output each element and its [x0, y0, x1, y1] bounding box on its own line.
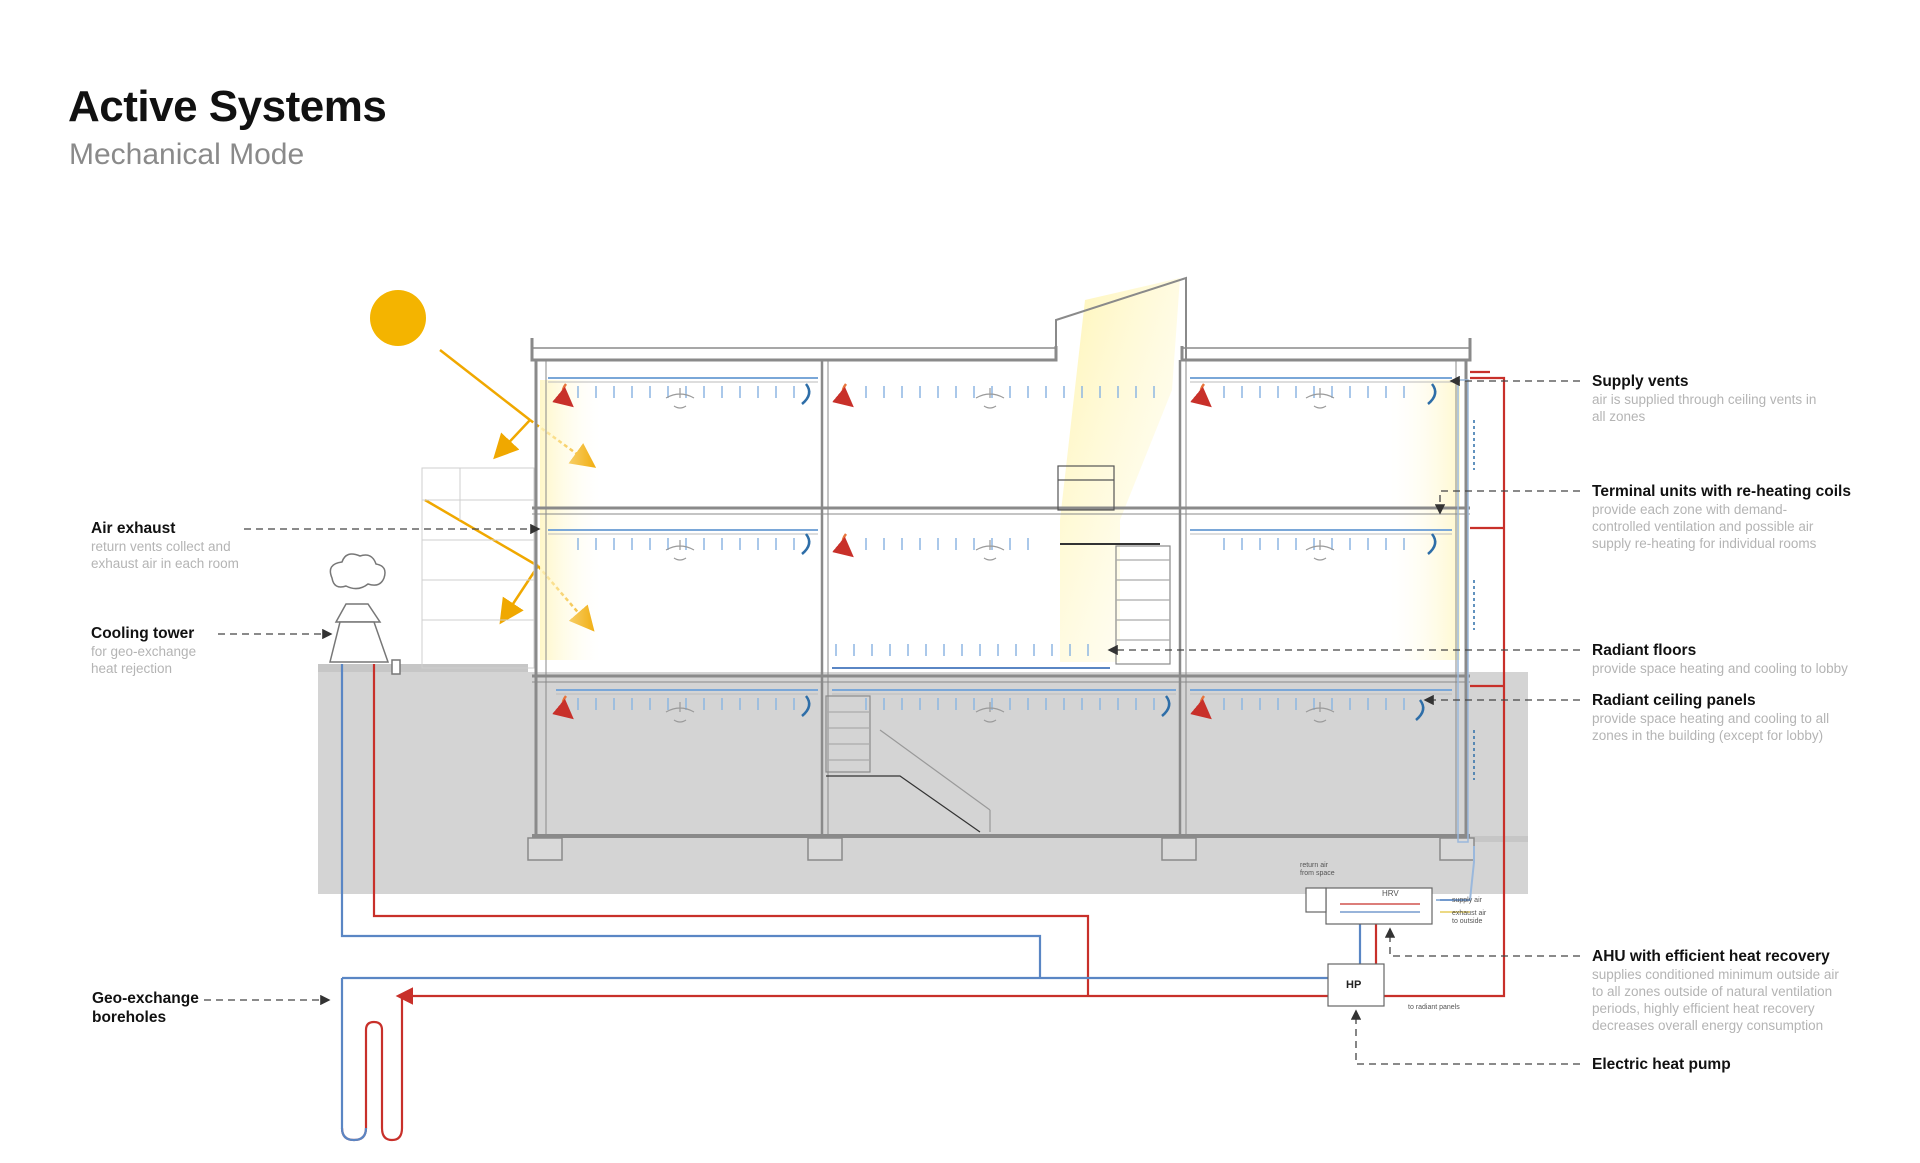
exhaust-air-label: exhaust air to outside [1452, 910, 1487, 925]
ceiling-light [1305, 388, 1335, 409]
cooling-tower-icon [329, 553, 401, 675]
label-electric-heat-pump: Electric heat pump [1592, 1055, 1731, 1074]
label-heading: Radiant floors [1592, 642, 1697, 659]
heat-pump-unit [1327, 963, 1385, 1007]
label-heading: Terminal units with re-heating coils [1592, 483, 1851, 500]
label-cooling-tower: Cooling tower for geo-exchange heat reje… [91, 624, 196, 677]
ceiling-light [975, 540, 1005, 561]
skylight-light-beam [1060, 278, 1180, 662]
label-heading: Radiant ceiling panels [1592, 692, 1756, 709]
sun-icon [370, 290, 426, 346]
ceiling-lights [665, 388, 1335, 723]
ceiling-ducts [548, 377, 1452, 695]
ceiling-light [665, 702, 695, 723]
label-description: provide space heating and cooling to lob… [1592, 661, 1848, 676]
vertical-duct-shaft [1457, 379, 1475, 843]
label-supply-vents: Supply vents air is supplied through cei… [1592, 372, 1816, 425]
return-air-label: return air from space [1300, 862, 1335, 877]
ceiling-light [1305, 540, 1335, 561]
leader-lines [204, 375, 1580, 1065]
label-ahu-heat-recovery: AHU with efficient heat recovery supplie… [1592, 947, 1839, 1034]
air-flow-arrows [552, 383, 1437, 721]
ceiling-light [665, 388, 695, 409]
heat-pump-label: HP [1346, 979, 1362, 991]
label-air-exhaust: Air exhaust return vents collect and exh… [91, 519, 239, 572]
label-description: supplies conditioned minimum outside air… [1592, 967, 1839, 1033]
label-description: return vents collect and exhaust air in … [91, 539, 239, 571]
supply-air-ticks [577, 386, 1405, 710]
label-description: for geo-exchange heat rejection [91, 644, 197, 676]
left-wall-glow [540, 380, 600, 660]
building-structure [530, 276, 1472, 846]
label-heading: Cooling tower [91, 625, 195, 642]
hrv-unit [1305, 887, 1470, 925]
footings [527, 837, 1475, 861]
ceiling-light [1305, 702, 1335, 723]
label-heading: Geo-exchange boreholes [92, 990, 199, 1026]
right-wall-glow [1390, 380, 1460, 660]
hrv-label: HRV [1382, 889, 1399, 898]
adjacent-building [421, 467, 535, 669]
label-radiant-floors: Radiant floors provide space heating and… [1592, 641, 1848, 677]
label-radiant-ceiling-panels: Radiant ceiling panels provide space hea… [1592, 691, 1829, 744]
piping [340, 370, 1506, 1142]
to-radiant-panels-label: to radiant panels [1408, 1004, 1460, 1011]
ceiling-light [975, 388, 1005, 409]
ceiling-light [665, 540, 695, 561]
page-subtitle: Mechanical Mode [69, 138, 305, 171]
label-heading: Air exhaust [91, 520, 176, 537]
ground-mass [318, 672, 1528, 894]
label-terminal-units: Terminal units with re-heating coils pro… [1592, 482, 1851, 552]
label-heading: Electric heat pump [1592, 1056, 1731, 1073]
page-title: Active Systems [68, 82, 387, 131]
supply-air-label: supply air [1452, 897, 1482, 904]
label-heading: Supply vents [1592, 373, 1689, 390]
ceiling-light [975, 702, 1005, 723]
stairs [825, 465, 1171, 833]
label-heading: AHU with efficient heat recovery [1592, 948, 1830, 965]
label-description: provide each zone with demand- controlle… [1592, 502, 1817, 551]
ground-line-right [1450, 836, 1528, 842]
label-description: air is supplied through ceiling vents in… [1592, 392, 1817, 424]
label-description: provide space heating and cooling to all… [1592, 711, 1830, 743]
label-geo-exchange-boreholes: Geo-exchange boreholes [92, 989, 199, 1027]
